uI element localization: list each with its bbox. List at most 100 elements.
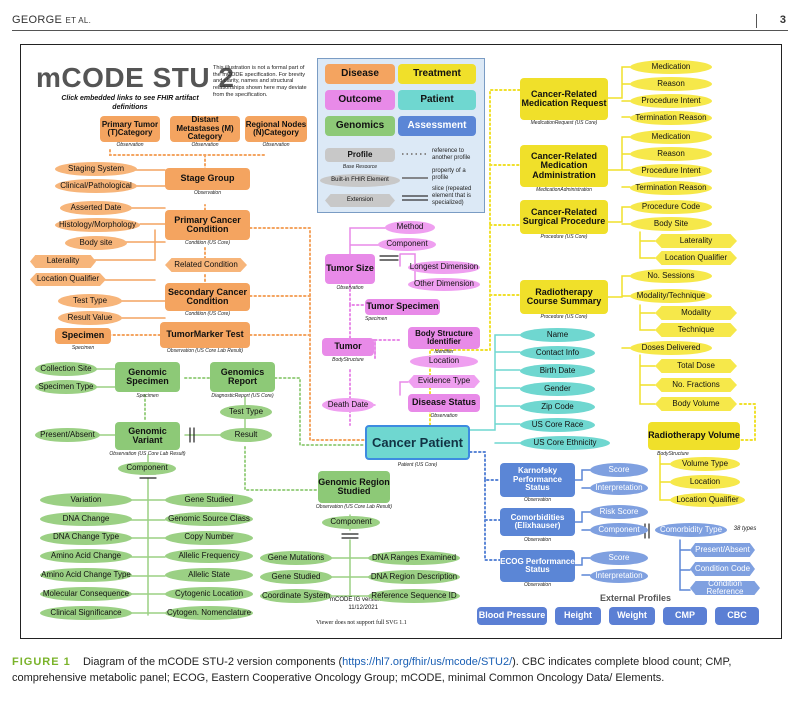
surgical-node[interactable]: Cancer-Related Surgical Procedure bbox=[520, 200, 608, 234]
asserted-date-el: Asserted Date bbox=[60, 201, 132, 215]
regional-nodes-node[interactable]: Regional Nodes (N)Category bbox=[245, 116, 307, 142]
patient-item: Gender bbox=[520, 382, 595, 396]
region-item-right: DNA Ranges Examined bbox=[368, 551, 460, 565]
present-absent-ext: Present/Absent bbox=[690, 543, 755, 557]
cancer-patient-sub: Patient (US Core) bbox=[397, 462, 438, 468]
primary-condition-node[interactable]: Primary Cancer Condition bbox=[165, 210, 250, 240]
external-profile-item[interactable]: Height bbox=[555, 607, 601, 625]
disclaimer-text: This illustration is not a formal part o… bbox=[213, 65, 307, 98]
external-profiles-title: External Profiles bbox=[600, 593, 672, 603]
total-dose-ext: Total Dose bbox=[655, 359, 737, 373]
genomics-report-node[interactable]: Genomics Report bbox=[210, 362, 275, 392]
caption-link[interactable]: https://hl7.org/fhir/us/mcode/STU2/ bbox=[342, 656, 513, 668]
med-admin-item: Procedure Intent bbox=[630, 164, 712, 178]
figure-frame bbox=[20, 44, 782, 639]
legend-prop-text: property of a profile bbox=[432, 168, 466, 181]
present-absent-el: Present/Absent bbox=[35, 428, 100, 442]
med-request-item: Procedure Intent bbox=[630, 94, 712, 108]
no-fractions-ext: No. Fractions bbox=[655, 378, 737, 392]
specimen-node[interactable]: Specimen bbox=[55, 328, 111, 344]
test-type-genomics-el: Test Type bbox=[220, 405, 272, 419]
legend-patient: Patient bbox=[398, 90, 476, 110]
external-profile-item[interactable]: Weight bbox=[609, 607, 655, 625]
genomics-report-sub: DiagnosticReport (US Core) bbox=[211, 393, 274, 399]
specimen-sub: Specimen bbox=[71, 345, 95, 351]
primary-tumor-node[interactable]: Primary Tumor (T)Category bbox=[100, 116, 160, 142]
variant-item-left: Amino Acid Change bbox=[40, 549, 132, 564]
radio-summary-node[interactable]: Radiotherapy Course Summary bbox=[520, 280, 608, 314]
diagram-subtitle: Click embedded links to see FHIR artifac… bbox=[61, 95, 199, 112]
no-sessions-el: No. Sessions bbox=[630, 269, 712, 283]
genomic-variant-node[interactable]: Genomic Variant bbox=[115, 422, 180, 450]
region-item-right: Reference Sequence ID bbox=[368, 589, 460, 603]
genomic-specimen-node[interactable]: Genomic Specimen bbox=[115, 362, 180, 392]
procedure-code-el: Procedure Code bbox=[630, 200, 712, 214]
legend-treatment: Treatment bbox=[398, 64, 476, 84]
region-item-right: DNA Region Description bbox=[368, 570, 460, 584]
med-request-item: Medication bbox=[630, 60, 712, 74]
region-studied-node[interactable]: Genomic Region Studied bbox=[318, 471, 390, 503]
karnofsky-node[interactable]: Karnofsky Performance Status bbox=[500, 463, 575, 497]
tumor-specimen-node[interactable]: Tumor Specimen bbox=[365, 299, 440, 315]
med-admin-item: Medication bbox=[630, 130, 712, 144]
variant-item-left: Amino Acid Change Type bbox=[40, 568, 132, 583]
secondary-condition-node[interactable]: Secondary Cancer Condition bbox=[165, 283, 250, 311]
med-admin-sub: MedicationAdministration bbox=[536, 187, 592, 193]
risk-score-el: Risk Score bbox=[590, 505, 648, 519]
external-profile-item[interactable]: CBC bbox=[715, 607, 759, 625]
genomic-specimen-sub: Specimen bbox=[136, 393, 159, 399]
external-profile-item[interactable]: Blood Pressure bbox=[477, 607, 547, 625]
evidence-type-ext: Evidence Type bbox=[408, 375, 480, 388]
tumor-specimen-sub: Specimen bbox=[365, 316, 388, 322]
location-el: Location bbox=[410, 355, 478, 368]
legend-disease: Disease bbox=[325, 64, 395, 84]
primary-tumor-sub: Observation bbox=[116, 142, 144, 148]
body-structure-id-node[interactable]: Body Structure Identifier bbox=[408, 327, 480, 349]
secondary-condition-sub: Condition (US Core) bbox=[184, 311, 231, 317]
running-header: GEORGE ET AL. bbox=[12, 14, 92, 26]
patient-item: Birth Date bbox=[520, 364, 595, 378]
primary-condition-sub: Condition (US Core) bbox=[184, 240, 231, 246]
diagram-title: mCODE STU 2 bbox=[36, 62, 235, 93]
tumor-marker-node[interactable]: TumorMarker Test bbox=[160, 322, 250, 348]
cancer-patient-node[interactable]: Cancer Patient bbox=[365, 425, 470, 460]
assessment-component-el: Component bbox=[590, 523, 648, 537]
legend-builtin: Built-in FHIR Element bbox=[320, 174, 400, 187]
tumor-node[interactable]: Tumor bbox=[322, 338, 374, 356]
tumor-size-node[interactable]: Tumor Size bbox=[325, 254, 375, 284]
tumor-component-el: Component bbox=[378, 238, 436, 251]
med-request-item: Reason bbox=[630, 77, 712, 91]
comorbidities-node[interactable]: Comorbidities (Elixhauser) bbox=[500, 508, 575, 536]
ecog-score-el: Score bbox=[590, 551, 648, 565]
doses-delivered-el: Doses Delivered bbox=[630, 341, 712, 355]
ecog-node[interactable]: ECOG Performance Status bbox=[500, 550, 575, 582]
med-admin-node[interactable]: Cancer-Related Medication Administration bbox=[520, 145, 608, 187]
radio-volume-node[interactable]: Radiotherapy Volume bbox=[648, 422, 740, 450]
radio-summary-sub: Procedure (US Core) bbox=[540, 314, 588, 320]
ecog-sub: Observation bbox=[524, 582, 551, 588]
stage-group-node[interactable]: Stage Group bbox=[165, 168, 250, 190]
patient-item: Zip Code bbox=[520, 400, 595, 414]
stage-group-sub: Observation bbox=[194, 190, 221, 196]
variant-item-right: Gene Studied bbox=[165, 493, 253, 507]
page-number: 3 bbox=[779, 14, 786, 26]
legend-genomics: Genomics bbox=[325, 116, 395, 136]
location-qualifier-ext: Location Qualifier bbox=[30, 273, 106, 286]
disease-status-sub: Observation bbox=[430, 413, 458, 419]
variant-item-left: Clinical Significance bbox=[40, 605, 132, 620]
external-profile-item[interactable]: CMP bbox=[663, 607, 707, 625]
regional-nodes-sub: Observation bbox=[262, 142, 290, 148]
legend-profile-sub: Base Resource bbox=[342, 164, 378, 170]
tumor-size-sub: Observation bbox=[336, 285, 364, 291]
comorbidities-sub: Observation bbox=[524, 537, 551, 543]
med-request-node[interactable]: Cancer-Related Medication Request bbox=[520, 78, 608, 120]
disease-status-node[interactable]: Disease Status bbox=[408, 394, 480, 412]
med-admin-item: Reason bbox=[630, 147, 712, 161]
region-item-left: Gene Mutations bbox=[260, 551, 332, 565]
variant-item-right: Cytogenic Location bbox=[165, 587, 253, 601]
technique-ext: Technique bbox=[655, 323, 737, 337]
body-site-el-treat: Body Site bbox=[630, 217, 712, 231]
tumor-marker-sub: Observation (US Core Lab Result) bbox=[166, 348, 244, 354]
distant-mets-node[interactable]: Distant Metastases (M) Category bbox=[170, 116, 240, 142]
